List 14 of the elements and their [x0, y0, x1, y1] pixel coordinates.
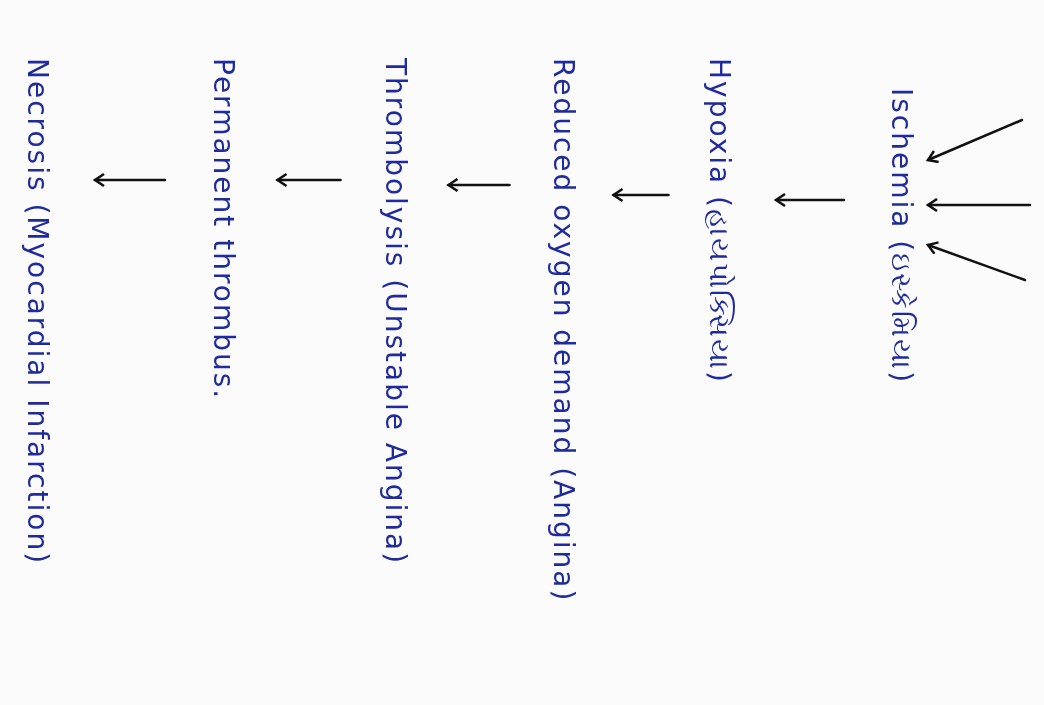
- arrow: [926, 118, 1024, 164]
- arrow: [926, 197, 1032, 213]
- arrow: [93, 172, 167, 188]
- arrow: [447, 177, 511, 193]
- arrow: [926, 241, 1027, 282]
- step-text: Hypoxia (હાયપોક્સિયા): [702, 58, 737, 384]
- step-text: Thrombolysis (Unstable Angina): [378, 58, 413, 566]
- arrow: [774, 192, 846, 208]
- step-text: Necrosis (Myocardial Infarction): [20, 58, 55, 566]
- step-text: Reduced oxygen demand (Angina): [546, 58, 581, 603]
- step-text: Permanent thrombus.: [206, 58, 241, 401]
- step-text: Ischemia (ઇસ્કેમિયા): [884, 88, 919, 385]
- arrow: [276, 172, 342, 188]
- arrow: [612, 187, 670, 203]
